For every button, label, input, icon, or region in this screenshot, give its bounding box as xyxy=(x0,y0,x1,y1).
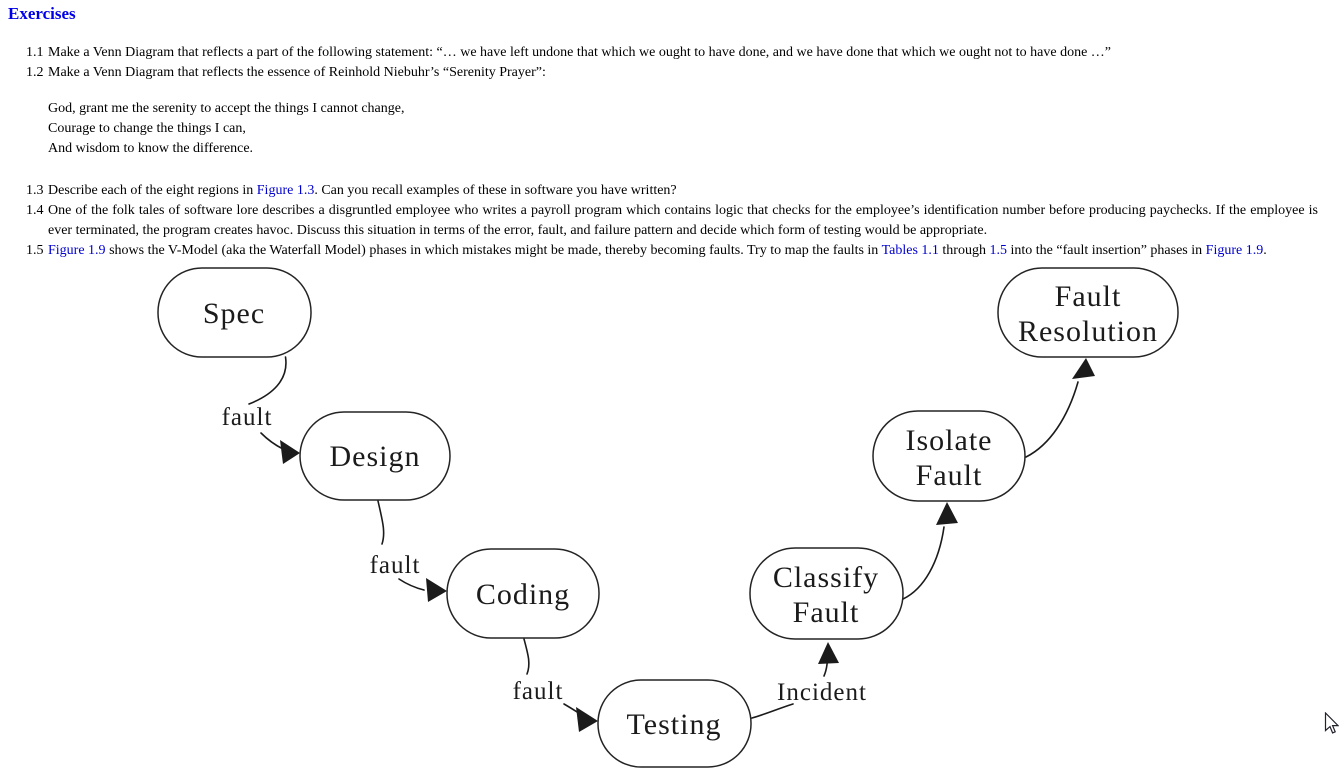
exercise-text: into the “fault insertion” phases in xyxy=(1006,243,1206,258)
exercise-number: 1.1 xyxy=(26,45,44,60)
mouse-cursor-icon xyxy=(1324,712,1339,734)
edge-classify-to-isolate xyxy=(902,526,945,600)
figure-1-9-link[interactable]: Figure 1.9 xyxy=(1205,243,1264,258)
exercise-text: Make a Venn Diagram that reflects a part… xyxy=(48,45,1112,60)
node-coding-label: Coding xyxy=(476,578,570,611)
arrowhead-into-classify-fault xyxy=(818,642,839,664)
node-spec: Spec xyxy=(157,267,312,358)
node-classify-fault-line2: Fault xyxy=(793,596,860,629)
edge-coding-to-fault-label xyxy=(523,638,530,675)
node-fault-resolution-line2: Resolution xyxy=(1018,315,1158,348)
node-isolate-fault: Isolate Fault xyxy=(872,410,1026,502)
edge-fault-label-to-coding xyxy=(398,578,425,591)
edge-label-incident: Incident xyxy=(777,679,867,706)
node-isolate-fault-line1: Isolate xyxy=(906,424,993,457)
figure-1-9-link[interactable]: Figure 1.9 xyxy=(48,243,106,258)
exercise-item-1-1: 1.1 Make a Venn Diagram that reflects a … xyxy=(26,43,1318,63)
arrowhead-into-fault-resolution xyxy=(1072,358,1095,379)
edge-isolate-to-resolution xyxy=(1025,381,1079,458)
edge-fault-label-to-design xyxy=(260,432,284,450)
exercise-text: One of the folk tales of software lore d… xyxy=(48,203,1318,238)
node-classify-fault-line1: Classify xyxy=(773,561,879,594)
table-1-5-link[interactable]: 1.5 xyxy=(989,243,1007,258)
arrowhead-into-testing xyxy=(576,707,598,732)
v-model-diagram: fault fault fault Incident Spec Design C… xyxy=(157,267,1179,768)
node-design: Design xyxy=(299,411,451,501)
prayer-line: Courage to change the things I can, xyxy=(48,121,246,136)
edge-label-fault-3: fault xyxy=(513,678,564,705)
edge-spec-to-fault-label xyxy=(248,356,287,405)
figure-1-3-link[interactable]: Figure 1.3 xyxy=(256,183,315,198)
exercise-item-1-4: 1.4 One of the folk tales of software lo… xyxy=(26,201,1318,241)
arrowhead-into-coding xyxy=(426,578,447,602)
tables-1-1-link[interactable]: Tables 1.1 xyxy=(881,243,939,258)
arrowhead-into-isolate-fault xyxy=(936,502,958,525)
exercise-item-1-2: 1.2 Make a Venn Diagram that reflects th… xyxy=(26,63,1318,83)
exercise-list: 1.1 Make a Venn Diagram that reflects a … xyxy=(26,43,1318,261)
prayer-line: And wisdom to know the difference. xyxy=(48,141,254,156)
node-classify-fault: Classify Fault xyxy=(749,547,904,640)
prayer-line: God, grant me the serenity to accept the… xyxy=(48,101,405,116)
exercise-text: . xyxy=(1263,243,1267,258)
page-title: Exercises xyxy=(8,4,76,23)
node-testing: Testing xyxy=(597,679,752,768)
node-testing-label: Testing xyxy=(627,708,722,741)
exercise-text: . Can you recall examples of these in so… xyxy=(314,183,677,198)
edge-testing-to-incident-label xyxy=(751,703,794,719)
exercise-item-1-5: 1.5 Figure 1.9 shows the V-Model (aka th… xyxy=(26,241,1318,261)
edge-label-fault-2: fault xyxy=(370,552,421,579)
edge-design-to-fault-label xyxy=(377,500,385,545)
exercise-text: through xyxy=(938,243,990,258)
exercise-text: Make a Venn Diagram that reflects the es… xyxy=(48,65,546,80)
arrowhead-into-design xyxy=(280,440,300,464)
node-design-label: Design xyxy=(330,440,421,473)
node-fault-resolution-line1: Fault xyxy=(1055,280,1122,313)
serenity-prayer-block: God, grant me the serenity to accept the… xyxy=(48,99,1318,159)
exercise-text: shows the V-Model (aka the Waterfall Mod… xyxy=(105,243,882,258)
node-coding: Coding xyxy=(446,548,600,639)
exercise-number: 1.2 xyxy=(26,65,44,80)
node-isolate-fault-line2: Fault xyxy=(916,459,983,492)
edge-label-fault-1: fault xyxy=(222,404,273,431)
node-fault-resolution: Fault Resolution xyxy=(997,267,1179,358)
node-spec-label: Spec xyxy=(203,297,265,330)
exercise-number: 1.4 xyxy=(26,203,44,218)
exercise-number: 1.3 xyxy=(26,183,44,198)
exercise-item-1-3: 1.3 Describe each of the eight regions i… xyxy=(26,181,1318,201)
exercise-number: 1.5 xyxy=(26,243,44,258)
exercise-text: Describe each of the eight regions in xyxy=(48,183,257,198)
